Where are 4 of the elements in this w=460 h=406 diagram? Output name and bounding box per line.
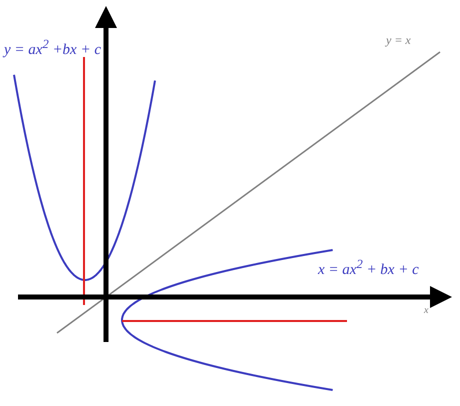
equation-label: x = ax$^{2}$ + bx + c [318,258,419,278]
axis-label: x [424,306,428,316]
equation-label: y = ax$^{2}$ +bx + c [4,38,101,58]
equation-label: y = x [386,34,411,46]
